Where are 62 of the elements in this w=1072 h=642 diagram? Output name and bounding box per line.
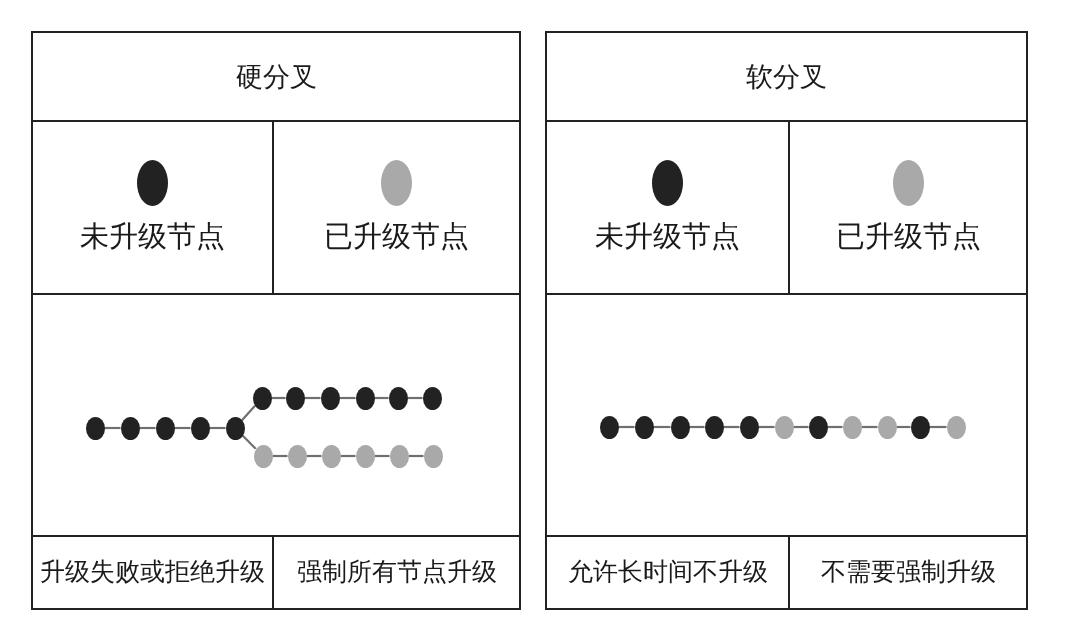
node-dot [774,415,794,439]
node-dot [253,444,273,468]
cell-text: 强制所有节点升级 [296,558,497,587]
link-line [896,425,911,429]
link-line [689,425,705,429]
node-dot [190,416,210,440]
node-dot [120,416,140,440]
node-dot [287,444,307,468]
link-line [241,405,256,421]
link-line [304,396,321,400]
node-dot [599,415,619,439]
node-dot [355,444,375,468]
legend-label: 未升级节点 [80,220,225,254]
legend-label: 已升级节点 [835,220,981,254]
link-line [758,425,775,429]
cell-text: 升级失败或拒绝升级 [40,558,265,587]
node-dot [285,386,305,410]
link-line [408,454,424,458]
node-dot [85,416,105,440]
node-dot [320,386,340,410]
node-dot [422,386,442,410]
link-line [374,396,389,400]
link-line [374,454,390,458]
link-line [653,425,671,429]
node-dot [670,415,690,439]
link-line [241,434,257,450]
cell-text: 不需要强制升级 [820,558,996,587]
link-line [339,396,356,400]
link-line [793,425,809,429]
link-line [929,425,947,429]
node-dot [739,415,759,439]
link-line [861,425,878,429]
node-dot [225,416,245,440]
link-line [271,396,286,400]
node-dot [388,386,408,410]
node-dot [389,444,409,468]
node-dot [355,386,375,410]
link-line [104,426,121,430]
node-dot [252,386,272,410]
node-dot [910,415,930,439]
node-dot [877,415,897,439]
node-dot [808,415,828,439]
link-line [209,426,226,430]
node-dot [842,415,862,439]
legend-label: 未升级节点 [595,220,740,254]
legend-label: 已升级节点 [324,220,469,254]
link-line [723,425,740,429]
link-line [306,454,322,458]
link-line [139,426,156,430]
node-dot [155,416,175,440]
node-dot [946,415,966,439]
link-line [618,425,635,429]
link-line [272,454,288,458]
node-dot [321,444,341,468]
cell-text: 允许长时间不升级 [567,558,768,587]
node-dot [704,415,724,439]
link-line [174,426,191,430]
link-line [827,425,843,429]
link-line [340,454,356,458]
link-line [407,396,423,400]
node-dot [423,444,443,468]
node-dot [634,415,654,439]
